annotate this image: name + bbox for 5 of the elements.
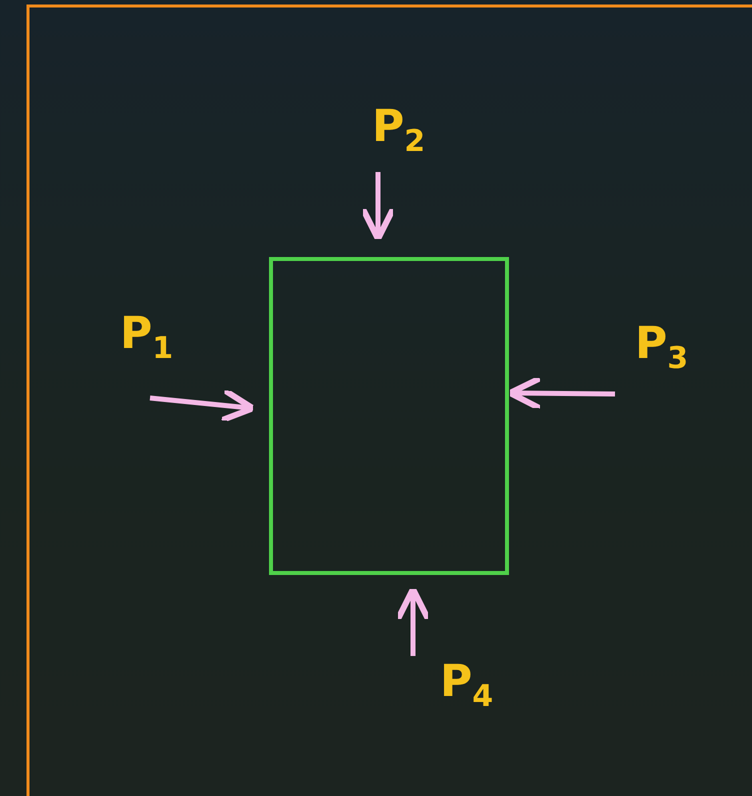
force-label: P$_{4}$ bbox=[440, 660, 494, 712]
body-rectangle bbox=[269, 257, 509, 575]
force-label: P$_{2}$ bbox=[372, 105, 426, 157]
force-label: P$_{1}$ bbox=[120, 312, 174, 364]
force-label: P$_{3}$ bbox=[635, 322, 688, 374]
